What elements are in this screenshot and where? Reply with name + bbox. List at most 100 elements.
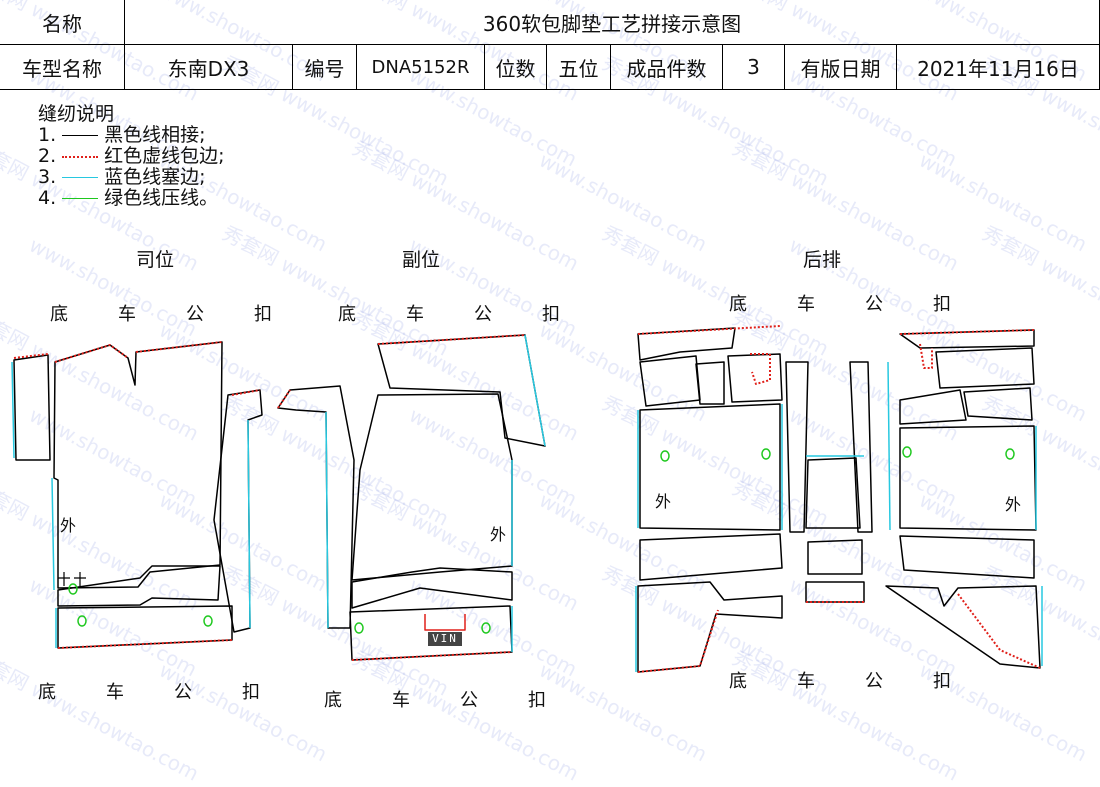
rear-right-mid-piece bbox=[899, 389, 967, 425]
red-dotted-swatch bbox=[62, 155, 99, 158]
driver-pieces bbox=[11, 341, 263, 649]
driver-lower-strip bbox=[57, 565, 221, 607]
legend-item-red: 2. 红色虚线包边; bbox=[38, 146, 225, 167]
passenger-top-piece bbox=[377, 334, 546, 447]
rear-right-left-blue bbox=[887, 361, 891, 531]
green-press-mark bbox=[660, 450, 670, 462]
vin-cutout bbox=[424, 614, 466, 631]
outer-mark: 外 bbox=[655, 492, 672, 511]
passenger-lower-strip bbox=[351, 567, 513, 609]
rear-right-mid2-piece bbox=[963, 387, 1033, 421]
edge-char: 底 bbox=[324, 690, 342, 711]
legend-text: 红色虚线包边; bbox=[104, 145, 225, 167]
edge-char: 底 bbox=[50, 304, 68, 325]
driver-left-strip bbox=[13, 354, 51, 461]
driver-main-outline bbox=[53, 341, 223, 589]
outer-mark: 外 bbox=[60, 516, 77, 535]
legend-item-black: 1. 黑色线相接; bbox=[38, 125, 225, 146]
black-line-swatch bbox=[62, 135, 99, 136]
rear-right-lower bbox=[899, 535, 1035, 579]
outer-mark: 外 bbox=[490, 525, 507, 544]
edge-char: 车 bbox=[118, 304, 136, 325]
diagram-title: 360软包脚垫工艺拼接示意图 bbox=[125, 0, 1100, 45]
edge-char: 底 bbox=[338, 304, 356, 325]
passenger-side-blue bbox=[325, 411, 329, 629]
model-label: 车型名称 bbox=[0, 45, 125, 90]
edge-char: 车 bbox=[392, 690, 410, 711]
edge-char: 扣 bbox=[528, 690, 546, 711]
passenger-pieces bbox=[277, 334, 546, 661]
legend-text: 绿色线压线。 bbox=[104, 187, 219, 209]
green-press-mark bbox=[68, 583, 78, 595]
driver-main-red bbox=[54, 341, 223, 363]
legend-title: 缝纫说明 bbox=[38, 103, 115, 125]
edge-char: 底 bbox=[729, 294, 747, 315]
t-mark bbox=[58, 572, 86, 586]
section-passenger-title: 副位 bbox=[402, 249, 441, 271]
driver-side-red bbox=[231, 389, 261, 396]
edge-char: 公 bbox=[865, 671, 883, 692]
rear-right-upper-piece bbox=[935, 347, 1035, 389]
green-press-mark bbox=[354, 622, 364, 634]
date-label: 有版日期 bbox=[785, 45, 897, 90]
green-press-mark bbox=[203, 615, 213, 627]
edge-char: 车 bbox=[406, 304, 424, 325]
driver-side-blue bbox=[247, 419, 251, 629]
edge-char: 车 bbox=[797, 671, 815, 692]
rear-center-bottom bbox=[805, 581, 865, 603]
outer-mark: 外 bbox=[1005, 495, 1022, 514]
green-press-mark bbox=[902, 446, 912, 458]
rear-left-bottom-red bbox=[637, 609, 719, 673]
green-press-mark bbox=[77, 615, 87, 627]
rear-left-top-piece bbox=[637, 327, 736, 361]
count-value: 3 bbox=[723, 45, 785, 90]
passenger-top-blue bbox=[524, 334, 546, 447]
edge-char: 底 bbox=[729, 671, 747, 692]
rear-right-bottom-red bbox=[957, 593, 1041, 669]
rear-left-notch-red bbox=[750, 353, 771, 385]
edge-char: 公 bbox=[474, 304, 492, 325]
edge-char: 车 bbox=[797, 294, 815, 315]
rear-left-lower bbox=[639, 533, 783, 581]
edge-char: 公 bbox=[174, 682, 192, 703]
legend-num: 4. bbox=[38, 187, 57, 209]
rear-right-notch-red bbox=[919, 343, 933, 369]
legend-text: 蓝色线塞边; bbox=[104, 166, 206, 188]
driver-left-strip-red bbox=[13, 353, 49, 359]
edge-char: 扣 bbox=[933, 294, 951, 315]
rear-center-left-strip bbox=[785, 361, 809, 533]
rear-left-mid-piece bbox=[695, 361, 725, 405]
edge-char: 公 bbox=[460, 690, 478, 711]
driver-main-blue bbox=[51, 477, 55, 591]
rear-left-main bbox=[639, 403, 781, 531]
driver-left-strip-blue bbox=[11, 361, 15, 459]
name-label: 名称 bbox=[0, 0, 125, 45]
header-table: 名称 360软包脚垫工艺拼接示意图 车型名称 东南DX3 编号 DNA5152R… bbox=[0, 0, 1100, 90]
edge-char: 公 bbox=[865, 294, 883, 315]
driver-bottom-red bbox=[57, 639, 233, 649]
legend-num: 2. bbox=[38, 145, 57, 167]
passenger-top-red bbox=[377, 334, 526, 345]
legend-item-green: 4. 绿色线压线。 bbox=[38, 188, 225, 209]
edge-char: 扣 bbox=[933, 671, 951, 692]
seats-value: 五位 bbox=[547, 45, 611, 90]
seats-label: 位数 bbox=[485, 45, 547, 90]
blue-line-swatch bbox=[62, 177, 99, 178]
rear-center-right-strip bbox=[849, 361, 873, 533]
pattern-diagram bbox=[11, 325, 1043, 673]
passenger-side-strip bbox=[277, 385, 355, 629]
legend-item-blue: 3. 蓝色线塞边; bbox=[38, 167, 225, 188]
rear-center-lower bbox=[807, 539, 863, 575]
rear-left-bottom bbox=[637, 581, 783, 673]
rear-pieces bbox=[635, 325, 1043, 673]
legend-num: 1. bbox=[38, 124, 57, 146]
legend-num: 3. bbox=[38, 166, 57, 188]
edge-char: 公 bbox=[186, 304, 204, 325]
driver-bottom-piece bbox=[57, 605, 233, 649]
code-label: 编号 bbox=[293, 45, 357, 90]
rear-left-upper-piece bbox=[639, 355, 701, 407]
passenger-bottom-red bbox=[351, 651, 513, 661]
vin-label: VIN bbox=[428, 632, 462, 646]
legend-text: 黑色线相接; bbox=[104, 124, 206, 146]
rear-center-piece bbox=[805, 457, 861, 529]
